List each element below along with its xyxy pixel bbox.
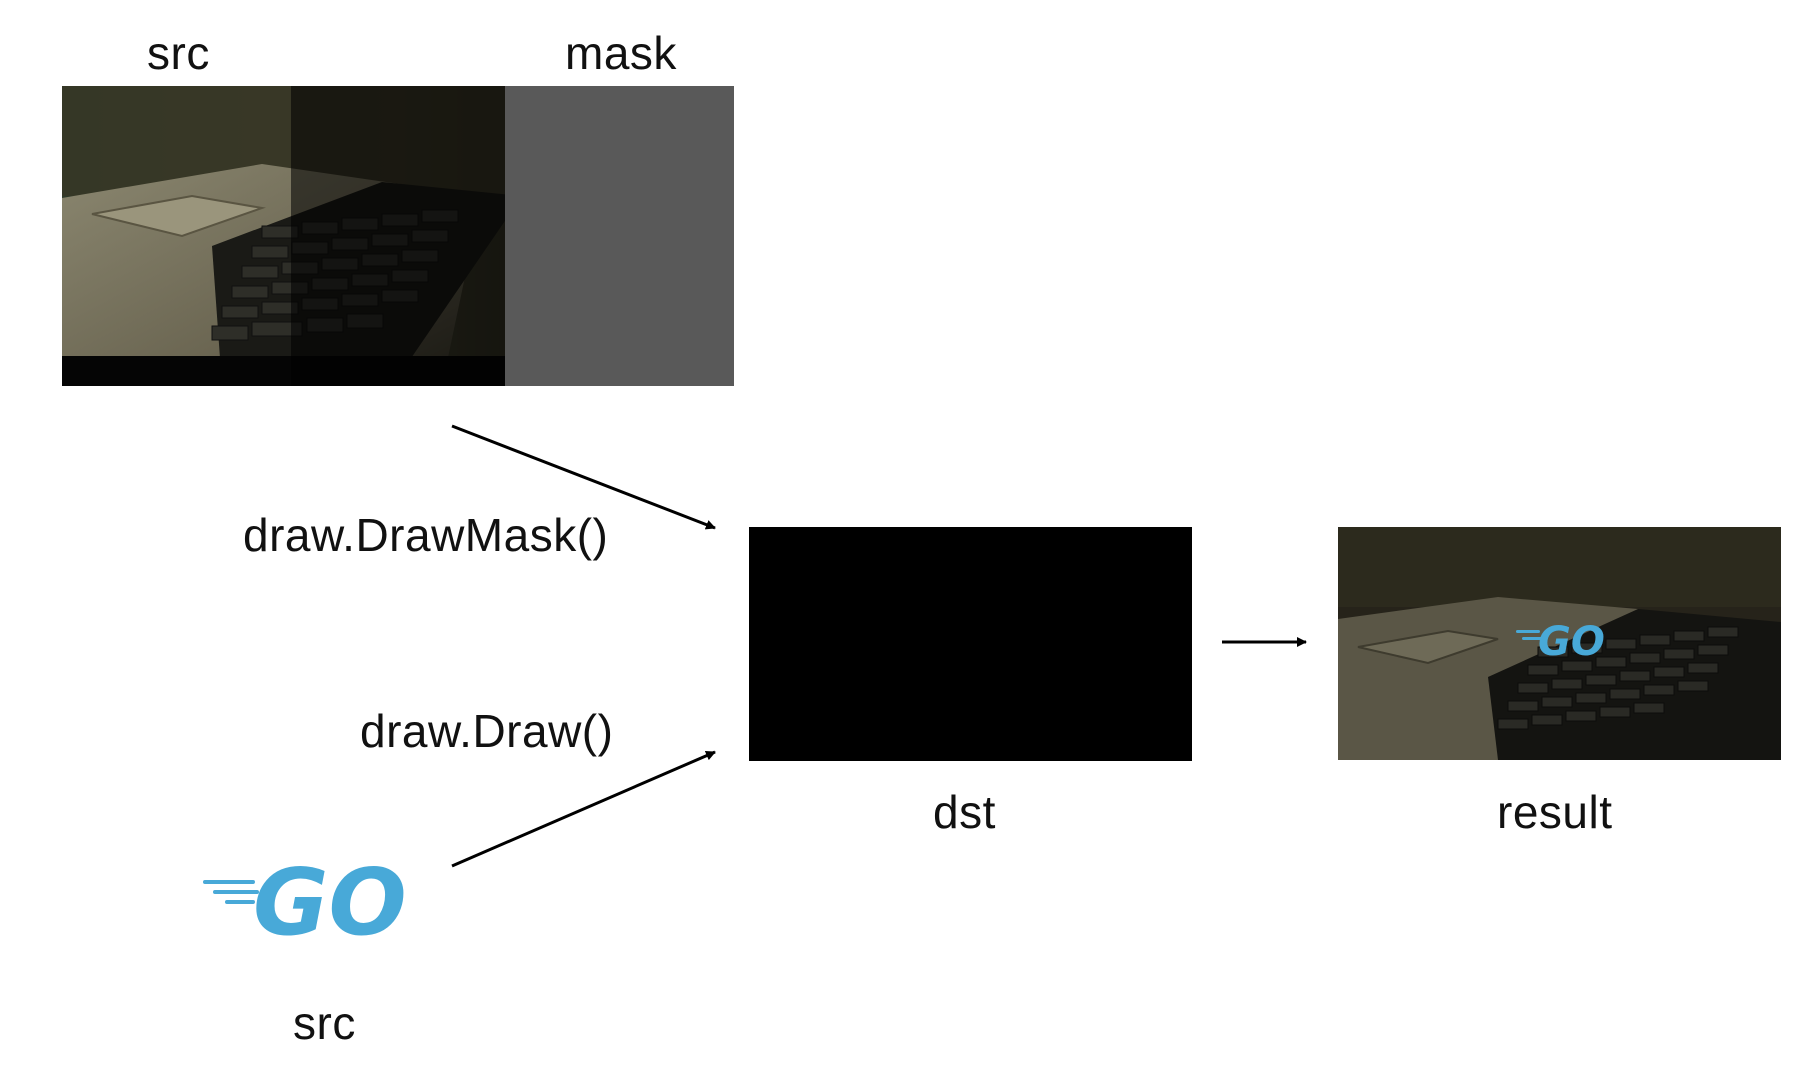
svg-text:GO: GO [1538, 619, 1605, 665]
mask-label: mask [565, 27, 677, 79]
result-photo-image: GO [1338, 527, 1781, 760]
src-bottom-label: src [293, 997, 356, 1049]
dst-box [749, 527, 1192, 761]
result-go-logo-icon: GO [1516, 619, 1605, 665]
src-photo-image [62, 86, 734, 386]
draw-mask-call-label: draw.DrawMask() [243, 509, 609, 561]
draw-call-label: draw.Draw() [360, 705, 614, 757]
drawmask-arrow [451, 424, 716, 530]
svg-text:GO: GO [253, 854, 407, 944]
go-logo-icon: GO [203, 854, 407, 944]
dst-label: dst [933, 786, 996, 838]
src-top-label: src [147, 27, 210, 79]
result-label: result [1497, 786, 1613, 838]
draw-arrow [451, 750, 716, 868]
